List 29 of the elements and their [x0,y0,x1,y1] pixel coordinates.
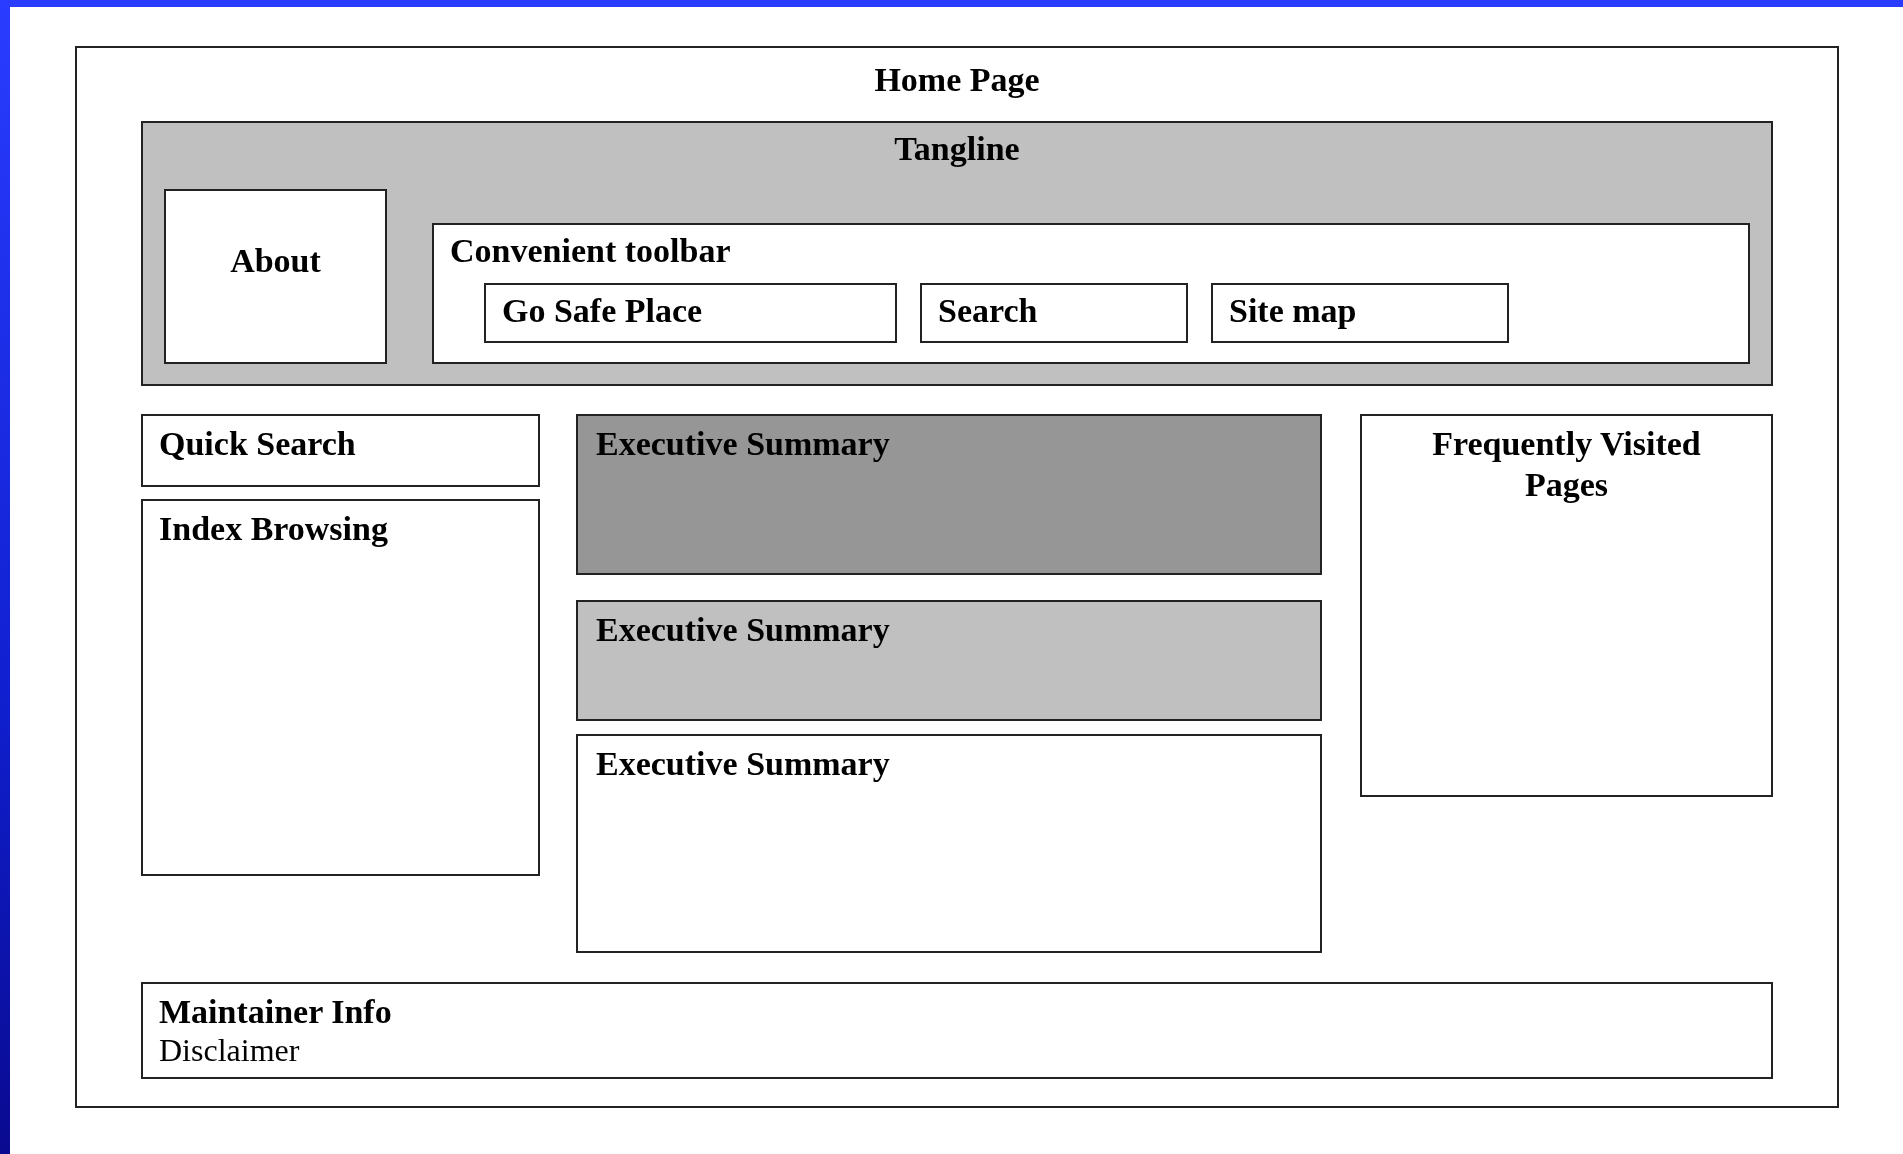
heading-text: Tangline [893,129,1021,169]
heading-text: Maintainer Info [159,992,392,1032]
heading-text: Convenient toolbar [450,231,731,271]
heading-text: Executive Summary [596,424,890,464]
toolbar-item [920,283,1188,343]
heading-text: Index Browsing [159,509,388,549]
panel [141,499,540,876]
footer-panel [141,982,1773,1079]
panel [164,189,387,364]
heading-text: Executive Summary [596,610,890,650]
heading-text: Search [938,291,1038,331]
panel [576,414,1322,575]
heading-text: Home Page [873,60,1041,100]
heading-text: Quick Search [159,424,356,464]
panel [576,734,1322,953]
heading-text: Frequently Visited Pages [1431,424,1702,505]
heading-text: About [229,241,322,281]
note-text: Disclaimer [159,1032,300,1068]
heading-text: Executive Summary [596,744,890,784]
toolbar-item [484,283,897,343]
panel [141,414,540,487]
header-band [141,121,1773,386]
panel [1360,414,1773,797]
heading-text: Go Safe Place [502,291,703,331]
heading-text: Site map [1229,291,1357,331]
panel [576,600,1322,721]
toolbar-panel [432,223,1750,364]
toolbar-item [1211,283,1509,343]
page-frame [75,46,1839,1108]
